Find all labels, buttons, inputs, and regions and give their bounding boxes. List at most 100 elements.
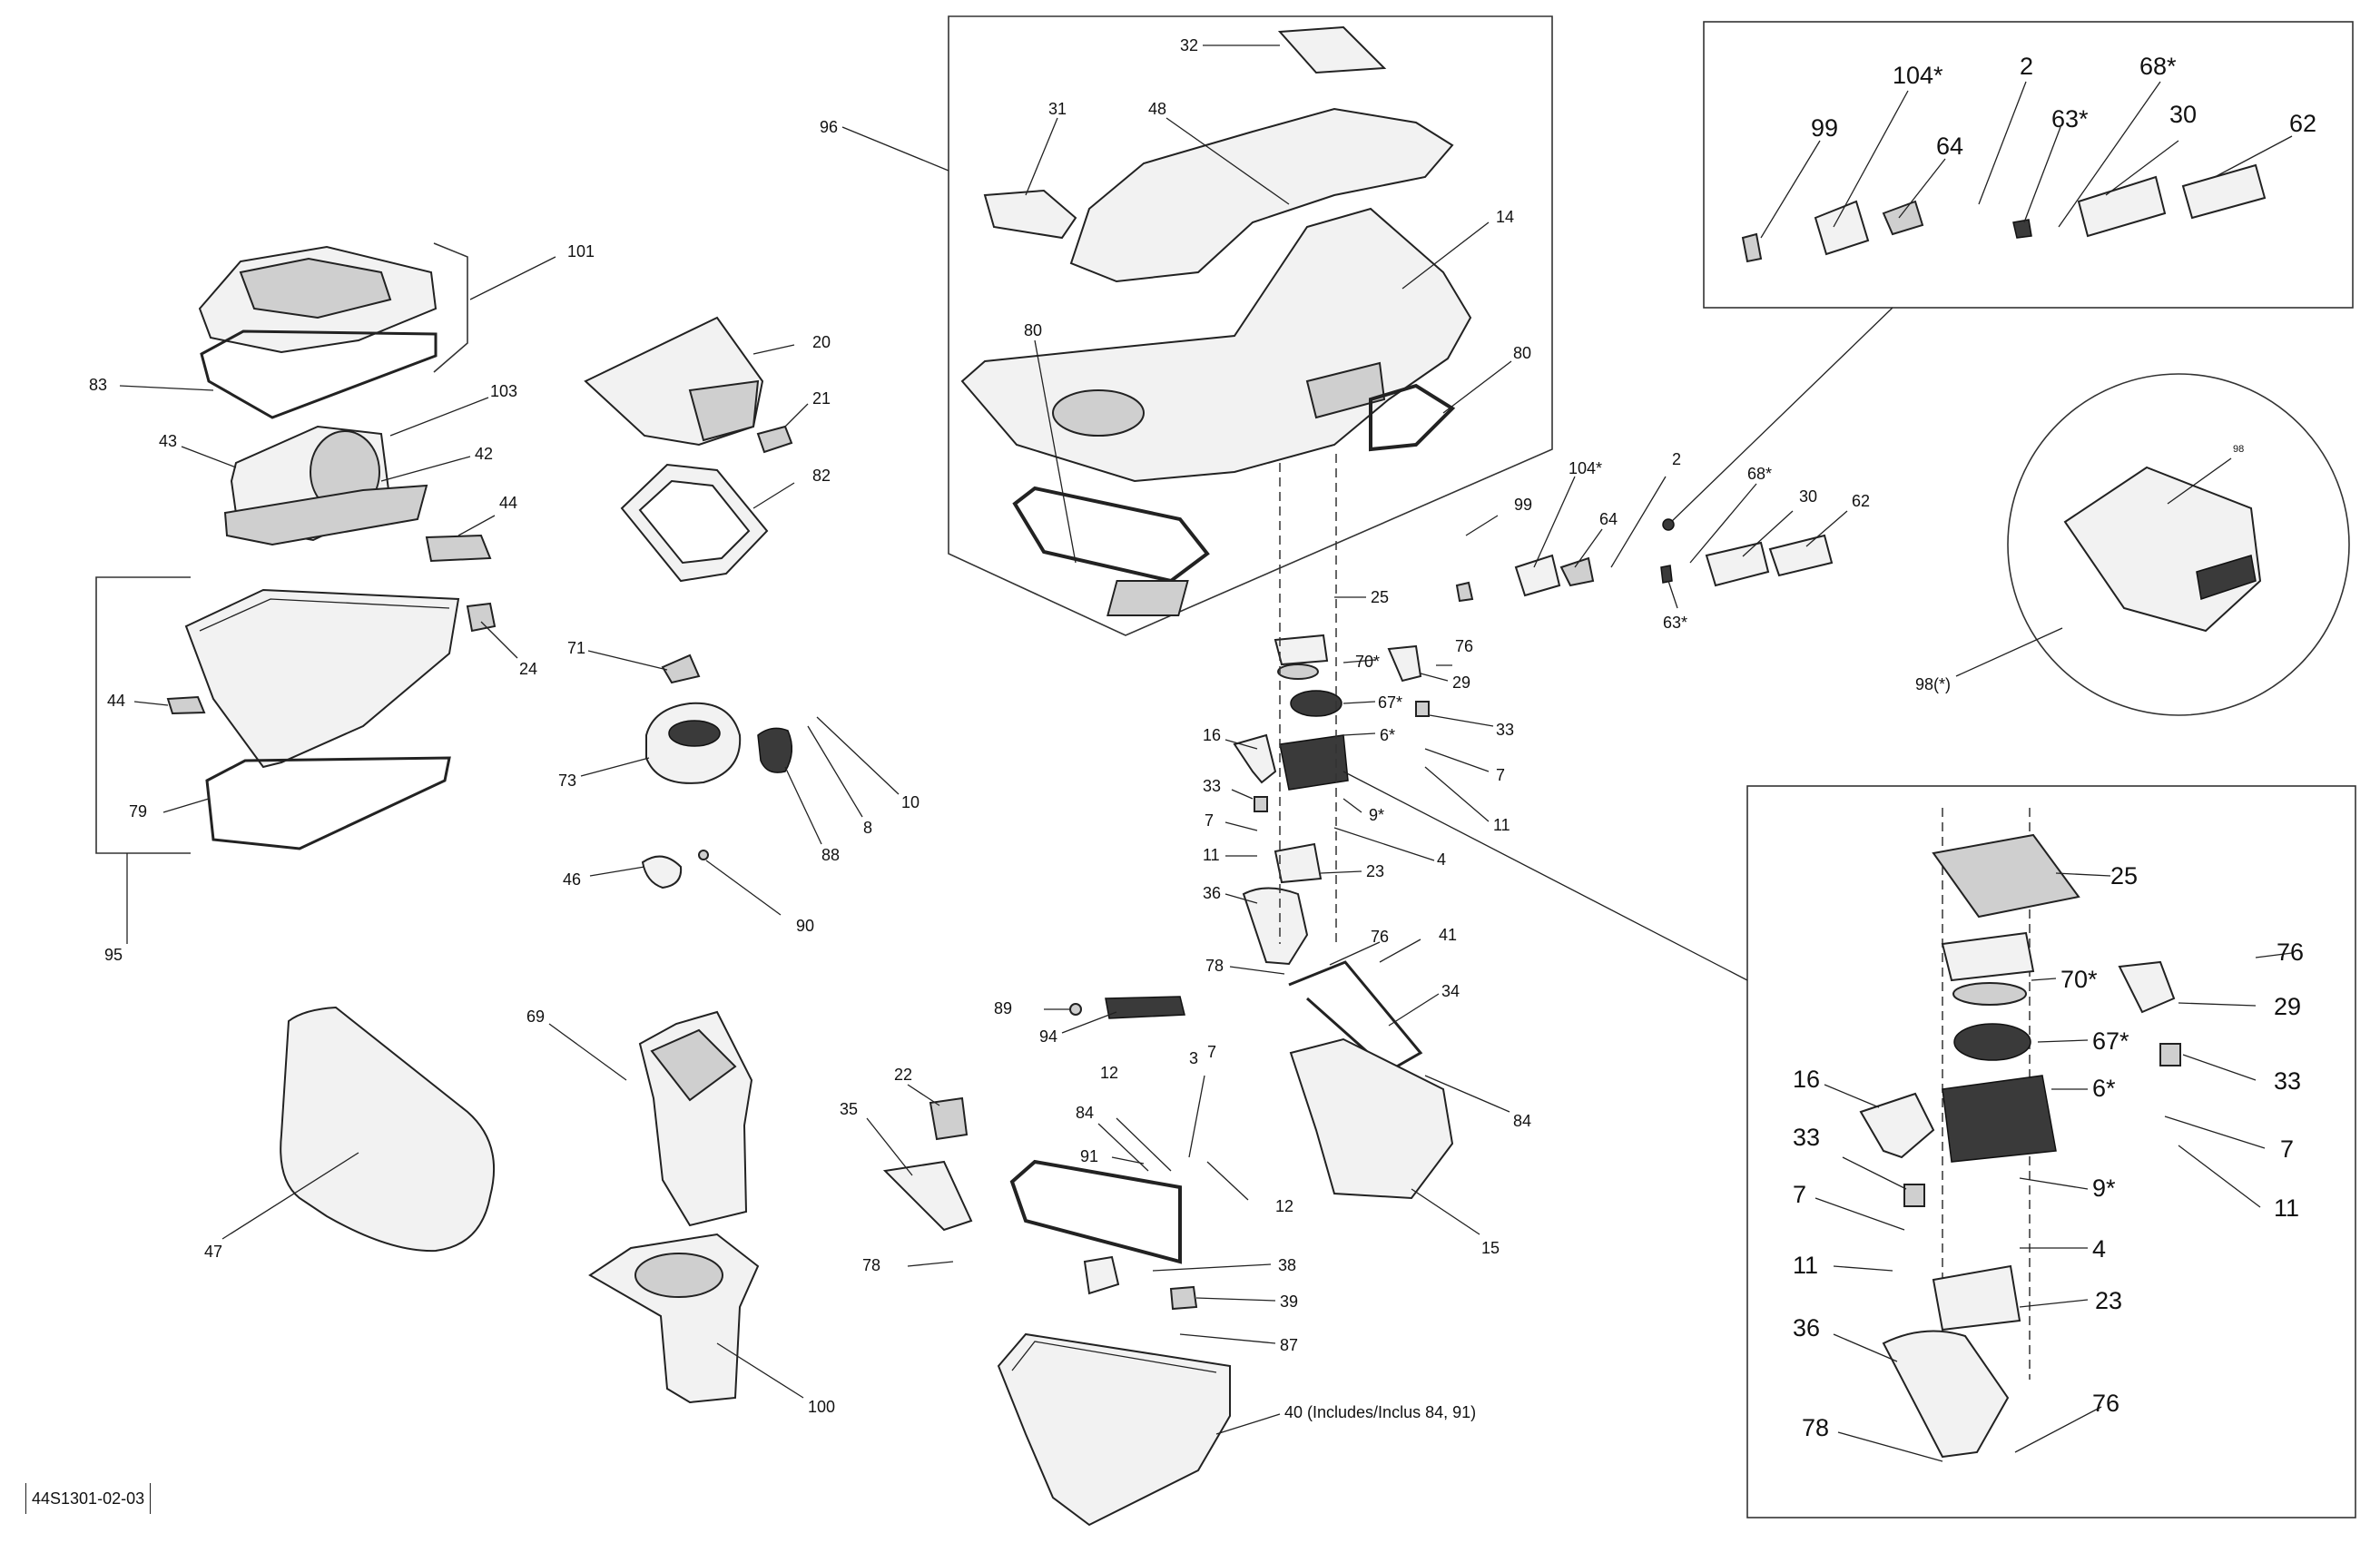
detail-callout-33b: 33 bbox=[1793, 1124, 1820, 1151]
part-22 bbox=[929, 1096, 969, 1141]
leader bbox=[1420, 673, 1449, 682]
leader bbox=[580, 757, 650, 777]
leader bbox=[1231, 789, 1254, 800]
leader bbox=[1097, 1123, 1149, 1172]
inset-part-64 bbox=[1882, 200, 1924, 236]
part-33a bbox=[1415, 701, 1430, 717]
part-94 bbox=[1105, 996, 1185, 1019]
leader bbox=[1152, 1263, 1272, 1272]
leader bbox=[2058, 81, 2161, 228]
leader bbox=[469, 256, 556, 300]
leader bbox=[1805, 510, 1848, 547]
leader bbox=[2182, 1054, 2257, 1081]
callout-24: 24 bbox=[519, 660, 537, 678]
leader bbox=[1165, 117, 1290, 205]
callout-101: 101 bbox=[567, 242, 595, 260]
leader bbox=[716, 1342, 804, 1399]
leader bbox=[1224, 739, 1258, 750]
leader bbox=[784, 766, 822, 845]
part-spring-67 bbox=[1290, 690, 1342, 717]
part-bin-15 bbox=[1289, 1037, 1454, 1200]
leader bbox=[587, 650, 668, 671]
leader bbox=[1025, 117, 1058, 196]
part-cover-73-vent bbox=[668, 720, 721, 747]
leader bbox=[2014, 1406, 2102, 1453]
leader bbox=[380, 456, 471, 482]
leader bbox=[2037, 1039, 2089, 1043]
leader bbox=[2019, 1177, 2089, 1190]
callout-67: 67* bbox=[1378, 693, 1402, 712]
callout-88: 88 bbox=[821, 846, 840, 864]
part-44b bbox=[166, 695, 206, 715]
part-cover-14-port bbox=[1052, 389, 1145, 437]
callout-103: 103 bbox=[490, 382, 517, 400]
callout-64s: 64 bbox=[1599, 510, 1618, 528]
callout-40: 40 (Includes/Inclus 84, 91) bbox=[1284, 1403, 1476, 1421]
part-dot-2 bbox=[1662, 518, 1675, 531]
part-bin-100-mouth bbox=[634, 1253, 723, 1298]
callout-44b: 44 bbox=[107, 692, 125, 710]
callout-100: 100 bbox=[808, 1398, 835, 1416]
callout-36: 36 bbox=[1203, 884, 1221, 902]
callout-96: 96 bbox=[820, 118, 838, 136]
leader bbox=[1116, 1117, 1172, 1172]
callout-15: 15 bbox=[1481, 1239, 1500, 1257]
detail-callout-76a: 76 bbox=[2277, 939, 2304, 966]
leader bbox=[1424, 1075, 1510, 1113]
callout-33b: 33 bbox=[1203, 777, 1221, 795]
part-seal-80b bbox=[1369, 383, 1456, 452]
leader bbox=[181, 446, 237, 468]
callout-7c: 7 bbox=[1207, 1043, 1216, 1061]
leader bbox=[1342, 701, 1376, 704]
leader bbox=[1742, 510, 1794, 557]
part-plate-70 bbox=[1274, 634, 1329, 666]
leader bbox=[1842, 1156, 1907, 1190]
leader bbox=[907, 1084, 940, 1106]
detail-callout-29: 29 bbox=[2274, 993, 2301, 1020]
leader bbox=[2178, 1145, 2261, 1208]
frame-inset-latch-top bbox=[1703, 21, 2354, 309]
leader bbox=[705, 860, 782, 916]
inset-part-30 bbox=[2077, 175, 2167, 238]
part-lid-101-top bbox=[239, 257, 392, 319]
callout-94: 94 bbox=[1039, 1027, 1057, 1046]
leader bbox=[2023, 126, 2061, 223]
inset-callout-98: 98 bbox=[2233, 444, 2244, 455]
detail-callout-78: 78 bbox=[1802, 1414, 1829, 1441]
leader bbox=[119, 385, 214, 391]
part-42 bbox=[223, 484, 428, 546]
parts-center-left bbox=[584, 316, 793, 889]
inset-callout-64: 64 bbox=[1936, 133, 1963, 160]
callout-20: 20 bbox=[812, 333, 831, 351]
callout-3: 3 bbox=[1189, 1049, 1198, 1067]
part-88 bbox=[757, 727, 793, 773]
leader bbox=[1667, 580, 1678, 609]
leader bbox=[480, 621, 518, 659]
leader bbox=[1533, 476, 1576, 568]
part-39 bbox=[1169, 1285, 1198, 1311]
callout-labels: 101 83 103 43 42 44 44 24 79 95 20 21 82… bbox=[89, 36, 2316, 1441]
leader bbox=[2255, 952, 2293, 958]
callout-8: 8 bbox=[863, 819, 872, 837]
callout-12a: 12 bbox=[1100, 1064, 1118, 1082]
callout-104s: 104* bbox=[1569, 459, 1602, 477]
leader bbox=[2167, 457, 2232, 505]
part-24 bbox=[466, 602, 497, 633]
parts-inset-98 bbox=[2063, 466, 2262, 633]
callout-48: 48 bbox=[1148, 100, 1166, 118]
diagram-frames bbox=[95, 15, 2356, 1518]
leader bbox=[1824, 1084, 1880, 1108]
detail-callout-6: 6* bbox=[2092, 1075, 2116, 1102]
part-35 bbox=[882, 1160, 973, 1232]
callout-47: 47 bbox=[204, 1243, 222, 1261]
leader bbox=[1379, 939, 1421, 963]
parts-latch-center bbox=[1106, 307, 1893, 1200]
callout-89: 89 bbox=[994, 999, 1012, 1017]
part-46 bbox=[641, 855, 683, 889]
callout-21: 21 bbox=[812, 389, 831, 408]
part-33b bbox=[1254, 796, 1268, 812]
leader bbox=[1689, 483, 1757, 564]
leader-2-to-inset bbox=[1667, 307, 1893, 526]
detail-callout-7b: 7 bbox=[1793, 1181, 1806, 1208]
callout-79: 79 bbox=[129, 802, 147, 821]
